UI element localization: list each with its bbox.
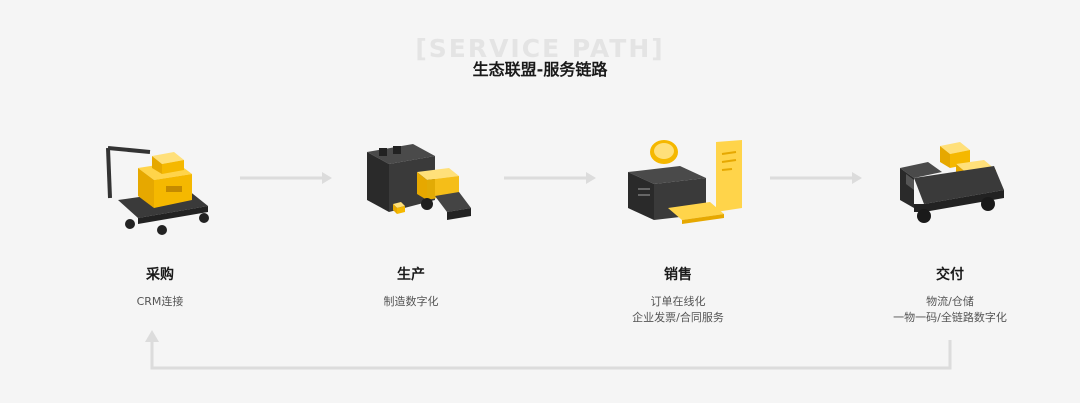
factory-icon xyxy=(367,144,471,220)
step-description-line: 一物一码/全链路数字化 xyxy=(893,311,1007,324)
background-watermark-title: [SERVICE PATH] xyxy=(415,34,665,63)
step-title: 采购 xyxy=(146,267,174,283)
cart-icon xyxy=(106,146,209,235)
step-description-line: 订单在线化 xyxy=(650,295,706,308)
step-description-line: CRM连接 xyxy=(136,295,184,308)
sales-terminal-icon xyxy=(628,140,742,224)
step-description-line: 物流/仓储 xyxy=(926,295,974,308)
step-description-line: 企业发票/合同服务 xyxy=(632,311,724,324)
arrow-right-icon xyxy=(240,172,332,184)
step-description: CRM连接 xyxy=(80,294,240,310)
step-title: 交付 xyxy=(936,267,964,283)
page-title: 生态联盟-服务链路 xyxy=(472,60,608,79)
step-title: 生产 xyxy=(397,267,425,283)
step-description: 物流/仓储 一物一码/全链路数字化 xyxy=(870,294,1030,326)
step-title: 销售 xyxy=(664,267,692,283)
step-description: 订单在线化 企业发票/合同服务 xyxy=(598,294,758,326)
arrow-right-icon xyxy=(770,172,862,184)
step-description: 制造数字化 xyxy=(331,294,491,310)
truck-icon xyxy=(900,142,1004,223)
step-description-line: 制造数字化 xyxy=(383,295,439,308)
arrow-right-icon xyxy=(504,172,596,184)
